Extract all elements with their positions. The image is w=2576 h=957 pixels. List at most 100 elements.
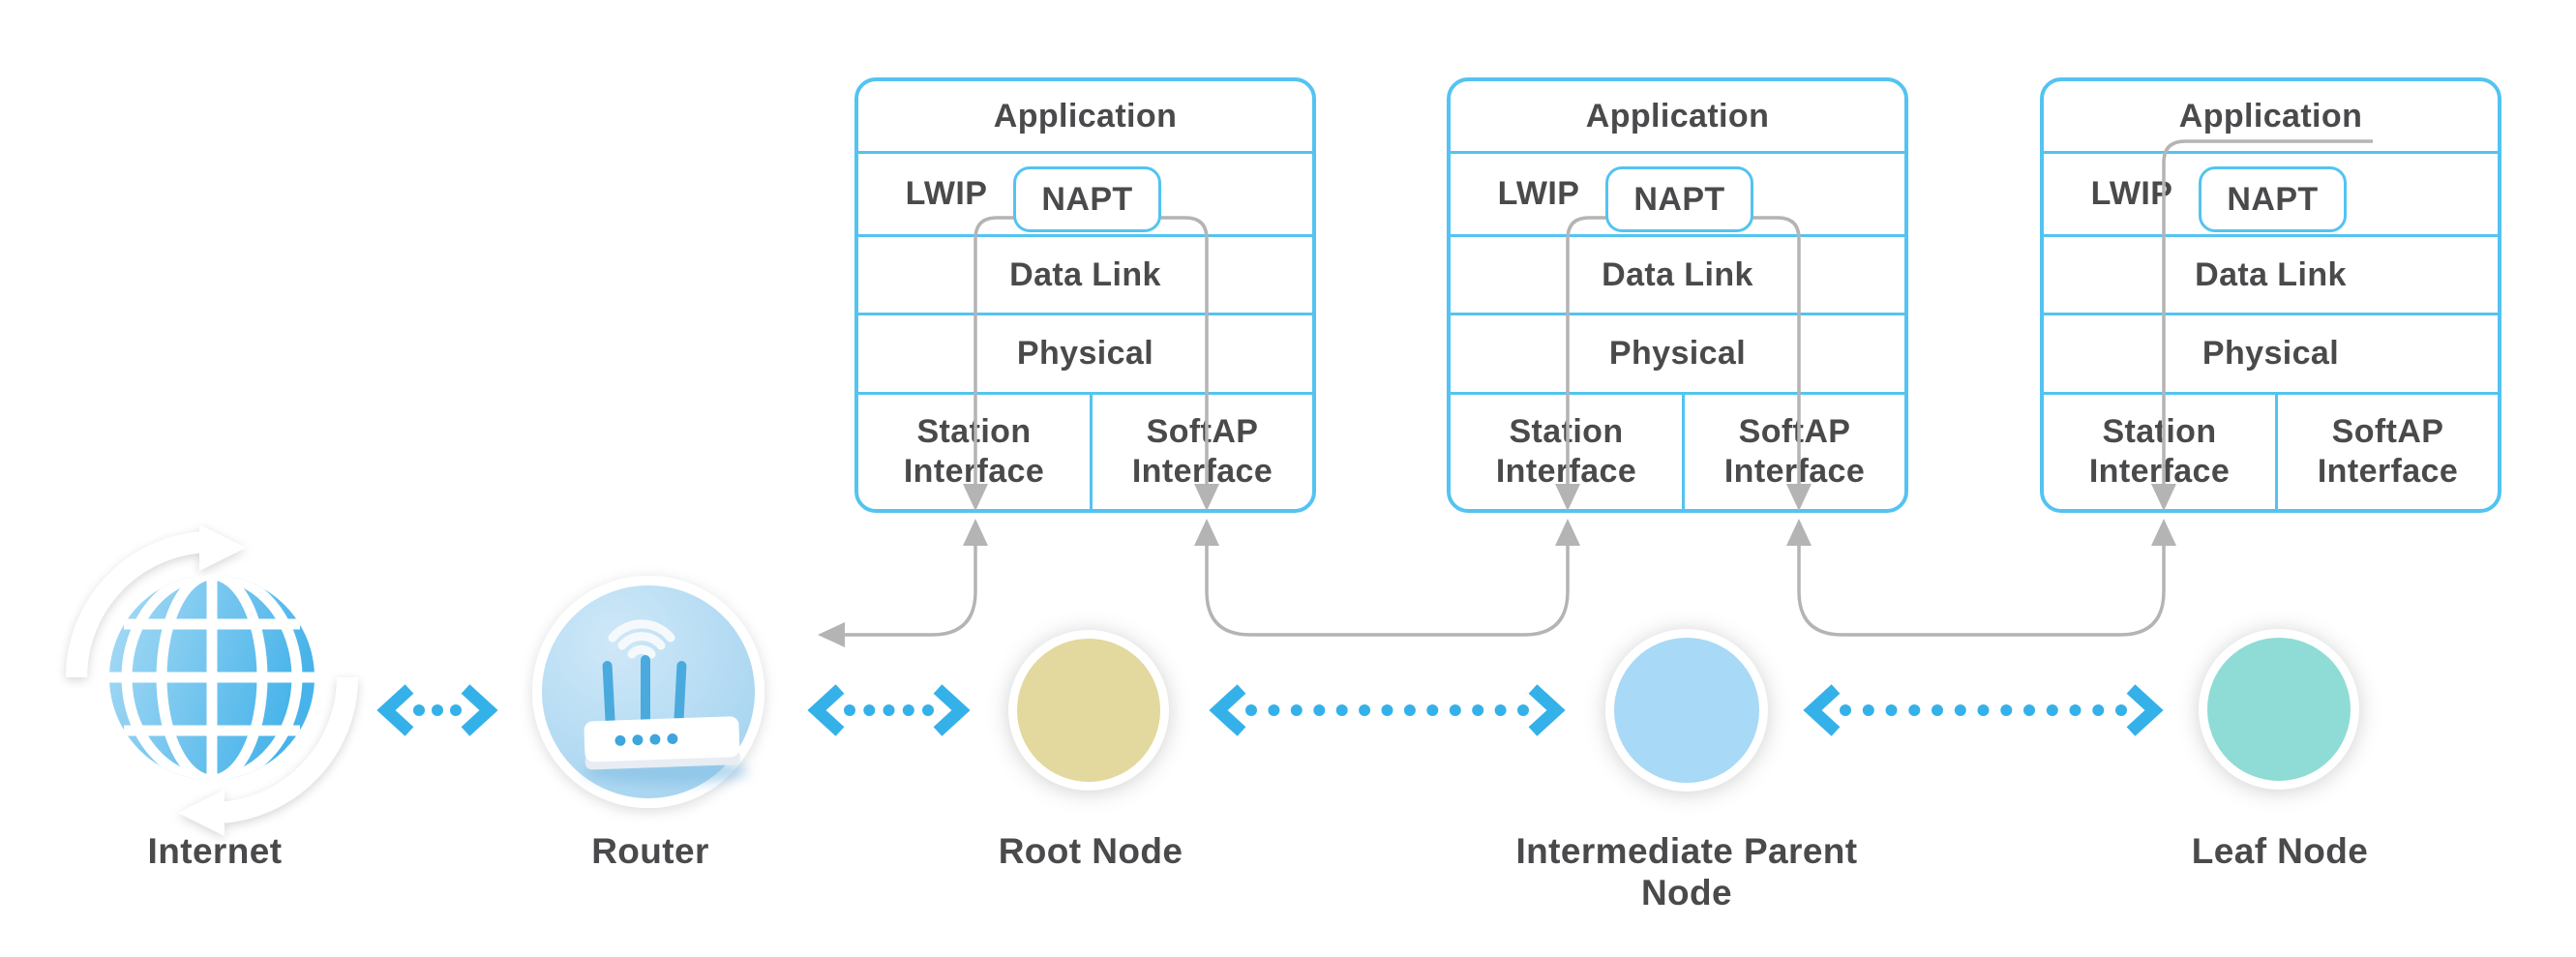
- dot: [1932, 704, 1943, 716]
- leaf-node-circle: [2199, 629, 2359, 790]
- dotted-link-arrow: [1803, 684, 2164, 736]
- layer-row-lwip: LWIP: [858, 151, 1312, 234]
- intermediate-parent-node-circle: [1605, 629, 1768, 792]
- dot: [2046, 704, 2058, 716]
- dot: [2023, 704, 2035, 716]
- dot: [1517, 704, 1529, 716]
- chevron-left-icon: [807, 684, 845, 736]
- dot: [1268, 704, 1280, 716]
- layer-label-data-link: Data Link: [1602, 255, 1753, 293]
- node-label-internet: Internet: [147, 831, 283, 871]
- dot: [1977, 704, 1990, 716]
- layer-label-data-link: Data Link: [1009, 255, 1161, 293]
- dot: [1862, 704, 1874, 716]
- router-body: [584, 716, 740, 770]
- globe-grid: [109, 575, 315, 780]
- napt-box-intermediate: NAPT: [1605, 166, 1753, 232]
- dot: [2069, 704, 2082, 716]
- dot: [2000, 704, 2013, 716]
- layer-label-lwip: LWIP: [1497, 175, 1580, 212]
- layer-row-application: Application: [858, 81, 1312, 151]
- layer-label-physical: Physical: [1608, 335, 1747, 372]
- dot: [1381, 704, 1393, 716]
- dot: [1313, 704, 1326, 716]
- dot: [922, 704, 934, 716]
- softap-intermediate-to-station-leaf-connector: [1797, 544, 2166, 637]
- chevron-right-icon: [1528, 684, 1566, 736]
- dot: [413, 704, 425, 716]
- wifi-waves-icon: [608, 619, 675, 659]
- layer-row-physical: Physical: [2044, 313, 2498, 392]
- layer-row-interfaces: Station Interface SoftAP Interface: [2044, 392, 2498, 509]
- dot: [1426, 704, 1439, 716]
- napt-box-root: NAPT: [1013, 166, 1161, 232]
- station-interface-label: Station Interface: [1495, 413, 1637, 490]
- layer-row-lwip: LWIP: [1451, 151, 1904, 234]
- dot: [1840, 704, 1851, 716]
- layer-label-application: Application: [2178, 97, 2363, 135]
- dotted-link-arrow: [1209, 684, 1566, 736]
- softap-interface-cell: SoftAP Interface: [1682, 395, 1904, 509]
- dot: [432, 704, 443, 716]
- chevron-left-icon: [1209, 684, 1246, 736]
- layer-label-application: Application: [993, 97, 1178, 135]
- layer-row-physical: Physical: [858, 313, 1312, 392]
- layer-label-data-link: Data Link: [2195, 255, 2347, 293]
- softap-root-to-station-intermediate-connector: [1205, 544, 1570, 637]
- left-arrow-icon: [818, 622, 845, 647]
- dot: [2092, 704, 2105, 716]
- chevron-right-icon: [2126, 684, 2164, 736]
- up-arrow-icon: [1786, 519, 1812, 546]
- dot: [2115, 704, 2127, 716]
- up-arrow-icon: [1555, 519, 1580, 546]
- station-interface-cell: Station Interface: [858, 395, 1090, 509]
- layer-label-lwip: LWIP: [2090, 175, 2173, 212]
- station-root-to-router-connector: [845, 544, 977, 637]
- layer-row-data-link: Data Link: [2044, 234, 2498, 313]
- dot: [1403, 704, 1416, 716]
- dot: [1359, 704, 1371, 716]
- up-arrow-icon: [963, 519, 988, 546]
- layer-label-lwip: LWIP: [905, 175, 988, 212]
- node-label-root-node: Root Node: [998, 831, 1183, 871]
- layer-label-application: Application: [1585, 97, 1770, 135]
- napt-label: NAPT: [2227, 180, 2319, 218]
- dot: [1335, 704, 1348, 716]
- chevron-right-icon: [933, 684, 971, 736]
- layer-label-physical: Physical: [2202, 335, 2340, 372]
- softap-interface-cell: SoftAP Interface: [2275, 395, 2498, 509]
- napt-box-leaf: NAPT: [2199, 166, 2347, 232]
- dot: [844, 704, 855, 716]
- station-interface-label: Station Interface: [2088, 413, 2231, 490]
- dotted-link-arrow: [807, 684, 971, 736]
- root-node-circle: [1008, 630, 1169, 791]
- up-arrow-icon: [2151, 519, 2176, 546]
- softap-interface-cell: SoftAP Interface: [1090, 395, 1312, 509]
- dot: [1908, 704, 1921, 716]
- softap-interface-label: SoftAP Interface: [1723, 413, 1866, 490]
- chevron-left-icon: [376, 684, 414, 736]
- dot: [863, 704, 876, 716]
- node-label-router: Router: [591, 831, 709, 871]
- dot: [450, 704, 462, 716]
- protocol-stack-leaf-node: Application LWIP Data Link Physical Stat…: [2040, 77, 2501, 513]
- layer-row-interfaces: Station Interface SoftAP Interface: [858, 392, 1312, 509]
- sync-arrows-icon: [66, 524, 358, 836]
- node-label-intermediate-parent-node: Intermediate Parent Node: [1515, 831, 1858, 912]
- dotted-link-arrow: [376, 684, 498, 736]
- wifi-router-icon: [532, 576, 764, 808]
- globe-sync-icon: [66, 524, 358, 836]
- dot: [1472, 704, 1484, 716]
- napt-label: NAPT: [1633, 180, 1725, 218]
- dot: [1954, 704, 1966, 716]
- station-interface-cell: Station Interface: [2044, 395, 2275, 509]
- napt-label: NAPT: [1041, 180, 1133, 218]
- dot: [902, 704, 914, 716]
- up-arrow-icon: [1194, 519, 1219, 546]
- dot: [1885, 704, 1898, 716]
- router-antennas: [602, 655, 687, 727]
- layer-row-physical: Physical: [1451, 313, 1904, 392]
- layer-row-interfaces: Station Interface SoftAP Interface: [1451, 392, 1904, 509]
- station-interface-cell: Station Interface: [1451, 395, 1682, 509]
